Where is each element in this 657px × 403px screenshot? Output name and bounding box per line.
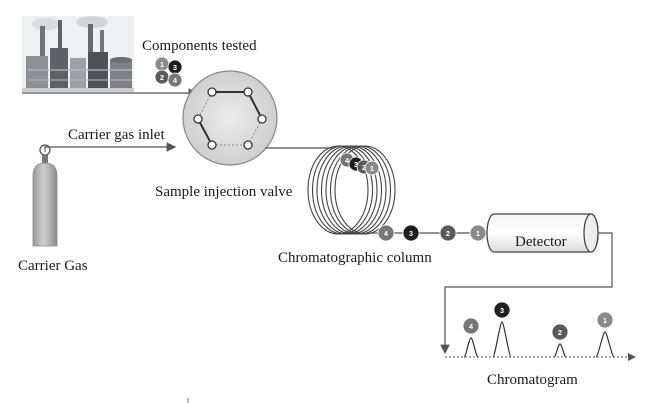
- carrier-gas-inlet-label: Carrier gas inlet: [68, 127, 165, 143]
- peak-3: [492, 321, 512, 358]
- peak-4-badge: 4: [462, 317, 480, 335]
- peak-3-badge-number: 3: [500, 306, 504, 315]
- peak-2: [553, 343, 567, 358]
- carrier-gas-cylinder: [32, 144, 58, 247]
- column-component-3-badge-number: 3: [354, 160, 358, 169]
- component-4-badge-number: 4: [173, 76, 178, 85]
- eluted-component-4-badge-number: 4: [384, 229, 389, 238]
- detector-label: Detector: [515, 234, 567, 250]
- peak-4-badge-number: 4: [469, 322, 474, 331]
- peak-2-badge: 2: [551, 323, 569, 341]
- chromatographic-column-coil: [307, 145, 396, 235]
- peak-1: [595, 331, 615, 358]
- column-component-4-badge-number: 4: [345, 156, 350, 165]
- detector-output-line: [440, 232, 613, 355]
- carrier-gas-label: Carrier Gas: [18, 258, 88, 274]
- component-2-badge: 2: [154, 69, 170, 85]
- chromatographic-column-label: Chromatographic column: [278, 250, 432, 266]
- column-component-1-badge: 1: [364, 160, 380, 176]
- component-4-badge: 4: [167, 72, 183, 88]
- sample-injection-valve-label: Sample injection valve: [155, 184, 293, 200]
- peak-1-badge-number: 1: [603, 316, 607, 325]
- eluted-component-1-badge: 1: [469, 224, 487, 242]
- detector: [486, 213, 599, 253]
- factory-icon: [22, 16, 134, 92]
- component-2-badge-number: 2: [160, 73, 164, 82]
- eluted-components: 4 3 2 1: [377, 224, 487, 242]
- column-coil-loop: [334, 145, 396, 235]
- peak-1-badge: 1: [596, 311, 614, 329]
- peak-2-badge-number: 2: [558, 328, 562, 337]
- eluted-component-4-badge: 4: [377, 224, 395, 242]
- column-component-2-badge-number: 2: [362, 163, 366, 172]
- component-3-badge: 3: [167, 59, 183, 75]
- chromatogram-label: Chromatogram: [487, 372, 578, 388]
- eluted-component-2-badge: 2: [439, 224, 457, 242]
- sample-injection-valve: [182, 70, 278, 166]
- eluted-component-3-badge: 3: [402, 224, 420, 242]
- component-3-badge-number: 3: [173, 63, 177, 72]
- component-1-badge-number: 1: [160, 60, 164, 69]
- peak-4: [463, 337, 479, 358]
- chromatogram-peaks: 4 3 2 1: [462, 301, 615, 358]
- eluted-component-2-badge-number: 2: [446, 229, 450, 238]
- eluted-component-1-badge-number: 1: [476, 229, 480, 238]
- component-1-badge: 1: [154, 56, 170, 72]
- carrier-gas-inlet-arrow: [44, 142, 177, 152]
- column-component-1-badge-number: 1: [370, 164, 374, 173]
- peak-3-badge: 3: [493, 301, 511, 319]
- eluted-component-3-badge-number: 3: [409, 229, 413, 238]
- components-tested-label: Components tested: [142, 38, 257, 54]
